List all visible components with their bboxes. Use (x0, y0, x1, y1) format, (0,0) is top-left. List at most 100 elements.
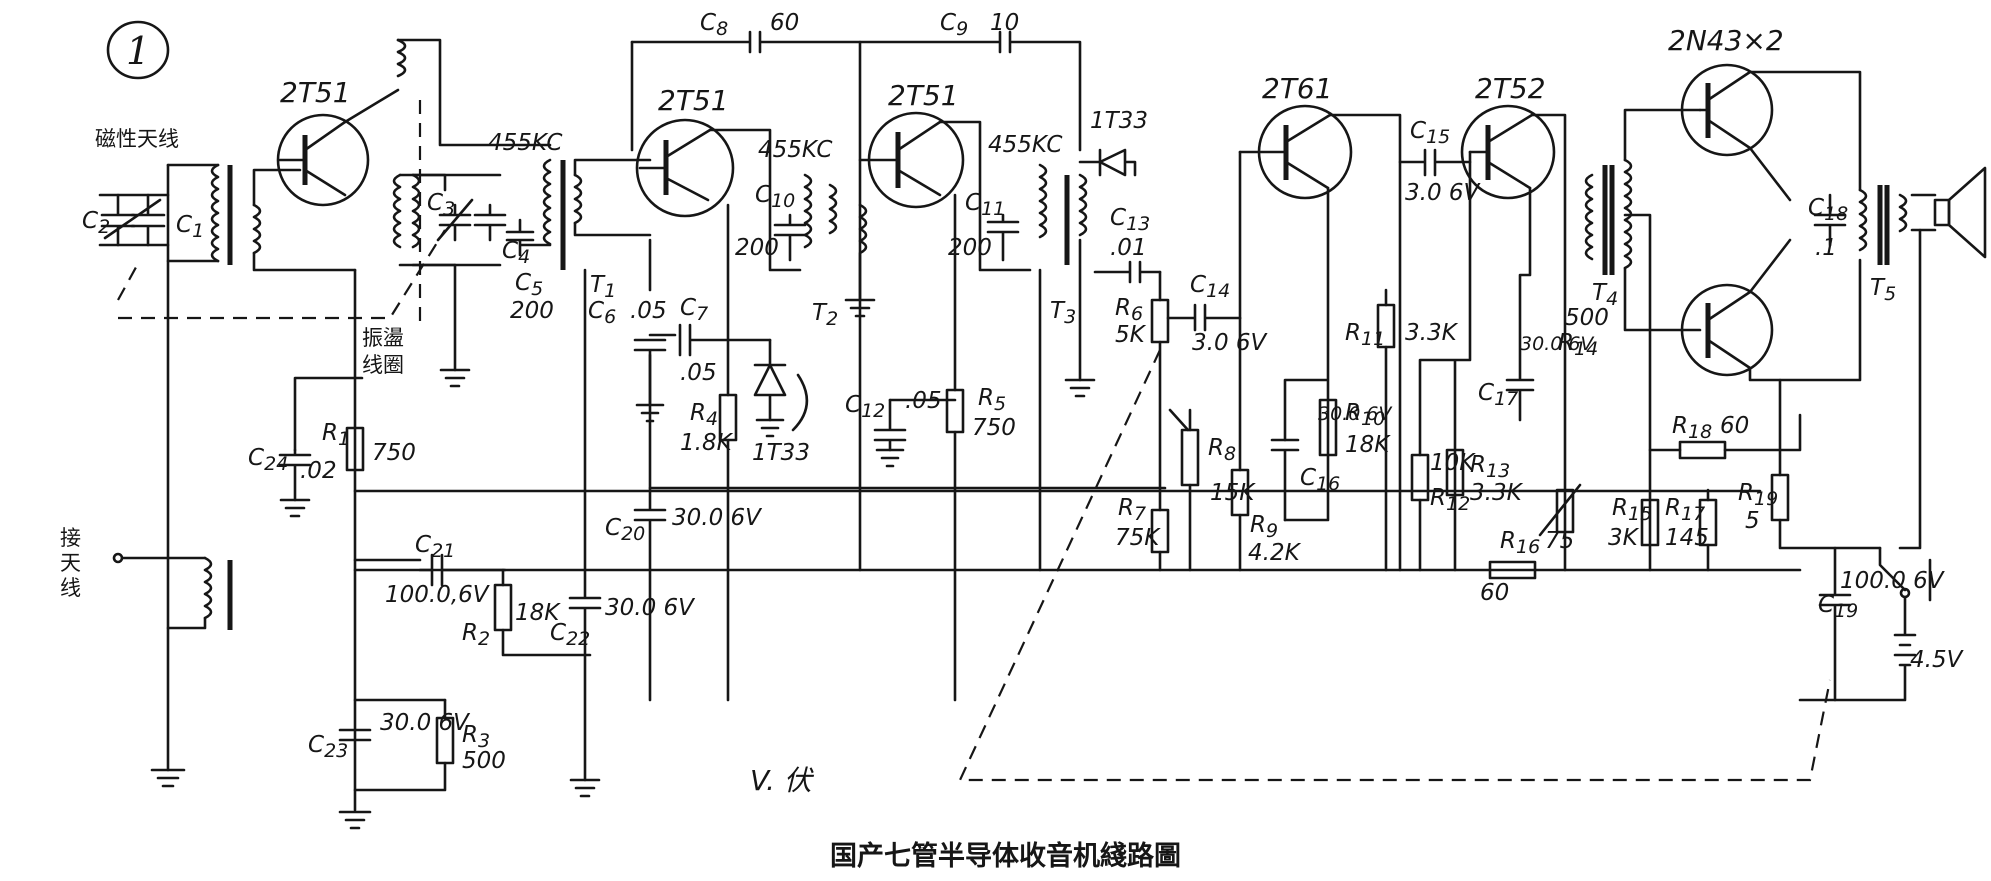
ext-antenna-char-3: 线 (60, 576, 81, 600)
t1-freq: 455KC (488, 130, 562, 156)
c10-value: 200 (735, 235, 779, 261)
r18-value: 60 (1720, 413, 1749, 439)
c19-label: C19 (1818, 592, 1858, 622)
c21-value: 100.0,6V (385, 582, 491, 608)
c15-label: C15 (1410, 118, 1450, 148)
diagram-caption: 国产七管半导体收音机綫路圖 (830, 840, 1181, 872)
c21-label: C21 (415, 532, 455, 562)
r2-label: R2 (462, 620, 490, 650)
c14-value: 3.0 6V (1192, 330, 1269, 356)
c23-label: C23 (308, 732, 348, 762)
osc-coil-label-1: 振盪 (362, 326, 404, 350)
voltage-unit-label: V. 伏 (750, 764, 815, 797)
transistor-q4: 2T61 C16 30.0 6V R10 18K C15 3.0 6V R11 … (1238, 72, 1482, 572)
osc-coil-label-2: 线圈 (362, 353, 404, 377)
c7-label: C7 (680, 295, 708, 325)
c24-label: C24 (248, 445, 288, 475)
c2-label: C2 (82, 208, 110, 238)
c12-value: .05 (905, 388, 942, 414)
c18-label: C18 (1808, 195, 1848, 225)
r4-value: 1.8K (680, 430, 734, 456)
r2-value: 18K (515, 600, 561, 626)
t5-label: T5 (1870, 275, 1896, 305)
t2-label: T2 (812, 300, 838, 330)
r5-label: R5 (978, 385, 1006, 415)
output-stage: T5 C18 .1 C19 100.0 6V 4.5V (1798, 166, 1987, 702)
t3-label: T3 (1050, 298, 1076, 328)
c24-value: .02 (300, 458, 337, 484)
r14-value: 500 (1565, 305, 1609, 331)
rails (166, 163, 1802, 812)
r16-value: 75 (1545, 528, 1574, 554)
q2-type: 2T51 (658, 84, 729, 117)
r20-value: 60 (1480, 580, 1509, 606)
battery-voltage: 4.5V (1910, 647, 1965, 673)
r18-label: R18 (1672, 413, 1712, 443)
r7-label: R7 (1118, 495, 1146, 525)
r13-value: 3.3K (1470, 480, 1524, 506)
r12-value: 10K (1430, 450, 1476, 476)
c16-label: C16 (1300, 465, 1340, 495)
r15-label: R15 (1612, 495, 1652, 525)
c18-value: .1 (1815, 235, 1837, 261)
neutralizing-caps: C8 60 C9 10 (630, 10, 1082, 572)
figure-number: 1 (126, 29, 150, 73)
ext-antenna-char-2: 天 (60, 551, 81, 575)
c17-label: C17 (1478, 380, 1518, 410)
d1-label: 1T33 (752, 440, 810, 466)
r19-value: 5 (1745, 508, 1760, 534)
c8-label: C8 (700, 10, 728, 40)
ext-antenna-char-1: 接 (60, 526, 81, 550)
r13-label: R13 (1470, 452, 1510, 482)
external-antenna: 接 天 线 (60, 526, 233, 630)
detector-stage: 1T33 C13 .01 R6 5K C14 3.0 6V R7 75K R8 … (958, 108, 1832, 782)
c4-label: C4 (502, 238, 530, 268)
r10-value: 18K (1345, 432, 1391, 458)
r3-value: 500 (462, 748, 506, 774)
c6-value: .05 (630, 298, 667, 324)
c13-value: .01 (1110, 235, 1147, 261)
c6-label: C6 (588, 298, 616, 328)
c1-label: C1 (176, 212, 204, 242)
r7-value: 75K (1115, 525, 1161, 551)
q5-type: 2T52 (1475, 72, 1546, 105)
r4-label: R4 (690, 400, 718, 430)
r1-value: 750 (372, 440, 416, 466)
driver-transformer-t4: T4 (1584, 108, 1702, 572)
c14-label: C14 (1190, 272, 1230, 302)
if-transformer-t1: 455KC C5 200 T1 (488, 130, 652, 572)
d2-label: 1T33 (1090, 108, 1148, 134)
r5-value: 750 (972, 415, 1016, 441)
c12-label: C12 (845, 392, 885, 422)
antenna-section: 磁性天线 C2 C1 (82, 127, 446, 788)
c5-value: 200 (510, 298, 554, 324)
c13-label: C13 (1110, 205, 1150, 235)
c8-value: 60 (770, 10, 799, 36)
transistor-q6: 2N43×2 R18 60 R19 5 R15 3K R17 145 (1608, 24, 1882, 572)
r17-value: 145 (1665, 525, 1709, 551)
q4-type: 2T61 (1262, 72, 1333, 105)
transistor-q1: 2T51 C3 C4 振盪 线圈 C24 .02 R1 750 (248, 38, 552, 518)
c9-value: 10 (990, 10, 1019, 36)
r16-label: R16 (1500, 528, 1540, 558)
c5-label: C5 (515, 270, 543, 300)
c20-value: 30.0 6V (672, 505, 763, 531)
c23-value: 30.0 6V (380, 710, 471, 736)
t3-freq: 455KC (988, 132, 1062, 158)
figure-number-badge: 1 (106, 20, 170, 80)
r6-label: R6 (1115, 295, 1143, 325)
r15-value: 3K (1608, 525, 1640, 551)
q1-type: 2T51 (280, 76, 351, 109)
t4-label: T4 (1592, 280, 1618, 310)
c10-label: C10 (755, 182, 795, 212)
c7-value: .05 (680, 360, 717, 386)
r1-label: R1 (322, 420, 350, 450)
supply-decoupling-left: C21 100.0,6V R2 18K C22 30.0 6V C23 30.0… (308, 532, 696, 830)
r8-label: R8 (1208, 435, 1236, 465)
r9-label: R9 (1250, 512, 1278, 542)
magnetic-antenna-label: 磁性天线 (95, 127, 179, 151)
r6-value: 5K (1115, 322, 1147, 348)
c11-label: C11 (965, 190, 1005, 220)
r9-value: 4.2K (1248, 540, 1302, 566)
